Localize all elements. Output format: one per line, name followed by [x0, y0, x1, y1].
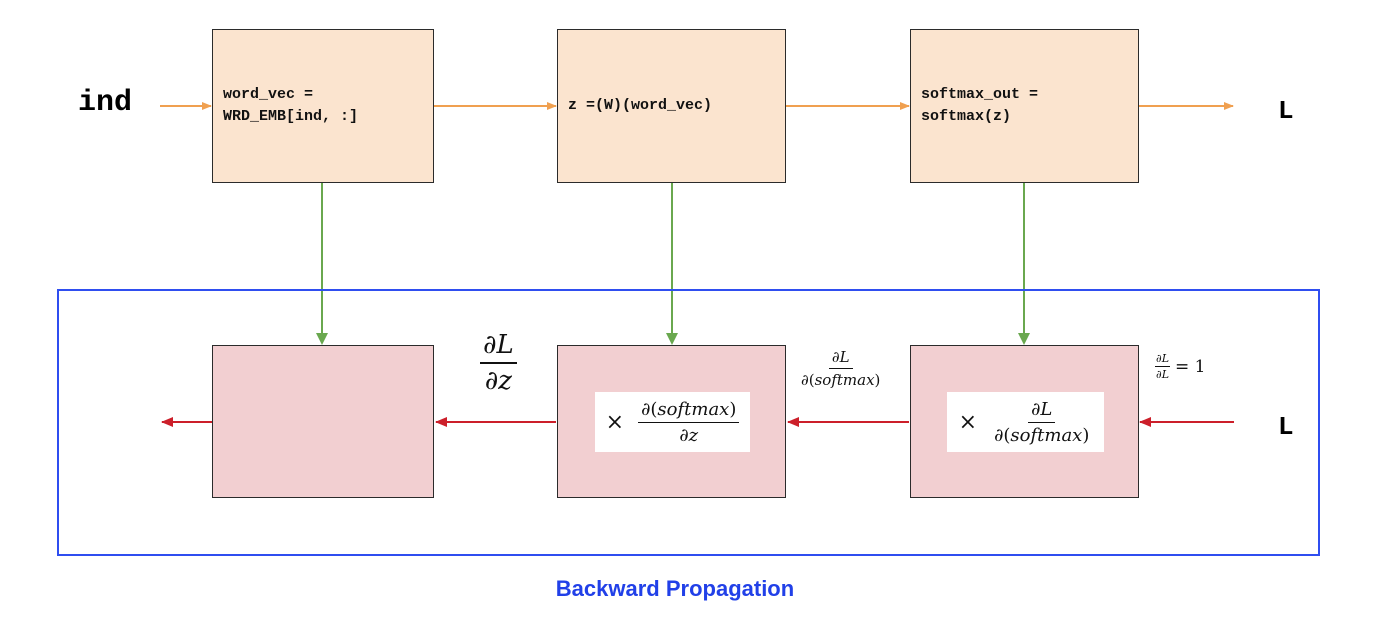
forward-box-linear: z =(W)(word_vec)	[557, 29, 786, 183]
loss-over-softmax-fraction: ∂L ∂(softmax)	[991, 399, 1092, 446]
embedding-line-1: word_vec =	[223, 86, 314, 103]
forward-output-label: L	[1278, 96, 1294, 126]
forward-box-embedding-code: word_vec = WRD_EMB[ind, :]	[213, 84, 358, 128]
linear-line-1: z =(W)(word_vec)	[568, 97, 713, 114]
gradient-dl-dl: ∂L ∂L = 1	[1155, 352, 1205, 381]
numerator-variable: L	[839, 348, 850, 366]
denominator-variable: softmax	[814, 371, 875, 389]
partial-symbol: ∂	[1156, 352, 1162, 365]
forward-box-softmax-code: softmax_out = softmax(z)	[911, 84, 1038, 128]
backward-input-label: L	[1278, 412, 1294, 442]
close-paren: )	[729, 398, 737, 420]
denominator-variable: z	[688, 424, 699, 446]
numerator-variable: L	[496, 330, 514, 360]
partial-symbol: ∂	[1031, 398, 1041, 420]
multiply-sign: ×	[958, 409, 978, 435]
partial-symbol: ∂	[484, 366, 499, 396]
numerator-variable: softmax	[657, 398, 730, 420]
forward-input-label: ind	[78, 86, 133, 120]
fraction-numerator: ∂L	[828, 348, 853, 369]
partial-symbol: ∂(	[801, 371, 815, 389]
fraction-denominator: ∂L	[1155, 367, 1170, 381]
forward-box-softmax: softmax_out = softmax(z)	[910, 29, 1139, 183]
softmax-over-z-fraction: ∂(softmax) ∂z	[638, 398, 740, 446]
loss-derivative-term: × ∂L ∂(softmax)	[947, 392, 1104, 452]
numerator-variable: L	[1161, 352, 1170, 365]
fraction-numerator: ∂(softmax)	[638, 398, 740, 423]
embedding-line-2: WRD_EMB[ind, :]	[223, 108, 359, 125]
denominator-variable: softmax	[1010, 424, 1083, 446]
forward-box-embedding: word_vec = WRD_EMB[ind, :]	[212, 29, 434, 183]
softmax-line-2: softmax(z)	[921, 108, 1012, 125]
partial-symbol: ∂	[1156, 368, 1162, 381]
fraction-numerator: ∂L	[480, 330, 517, 364]
fraction-numerator: ∂L	[1028, 398, 1056, 423]
link-arrowhead-2	[666, 333, 678, 345]
partial-symbol: ∂	[831, 348, 840, 366]
backward-box-embedding	[212, 345, 434, 498]
backward-propagation-caption: Backward Propagation	[555, 576, 795, 601]
numerator-variable: L	[1040, 398, 1053, 420]
link-arrowhead-1	[316, 333, 328, 345]
partial-symbol: ∂(	[641, 398, 658, 420]
denominator-variable: L	[1161, 368, 1170, 381]
gradient-dl-dsoftmax: ∂L ∂(softmax)	[798, 347, 883, 389]
fraction-denominator: ∂z	[482, 364, 515, 396]
partial-symbol: ∂(	[994, 424, 1011, 446]
denominator-variable: z	[498, 366, 512, 396]
link-arrowhead-3	[1018, 333, 1030, 345]
fraction-denominator: ∂(softmax)	[991, 423, 1092, 446]
backward-propagation-region	[57, 289, 1320, 556]
dl-dsoftmax-fraction: ∂L ∂(softmax)	[798, 348, 883, 389]
multiply-sign: ×	[605, 409, 625, 435]
dl-dl-fraction: ∂L ∂L	[1155, 352, 1171, 381]
fraction-numerator: ∂L	[1155, 352, 1171, 367]
partial-symbol: ∂	[679, 424, 689, 446]
gradient-dl-dz: ∂L ∂z	[480, 330, 517, 396]
fraction-denominator: ∂z	[676, 423, 701, 446]
softmax-derivative-term: × ∂(softmax) ∂z	[595, 392, 750, 452]
partial-symbol: ∂	[483, 330, 497, 360]
close-paren: )	[874, 371, 881, 389]
softmax-line-1: softmax_out =	[921, 86, 1039, 103]
close-paren: )	[1082, 424, 1090, 446]
dl-dz-fraction: ∂L ∂z	[480, 330, 517, 396]
equals-one: = 1	[1175, 356, 1206, 377]
fraction-denominator: ∂(softmax)	[798, 369, 883, 389]
